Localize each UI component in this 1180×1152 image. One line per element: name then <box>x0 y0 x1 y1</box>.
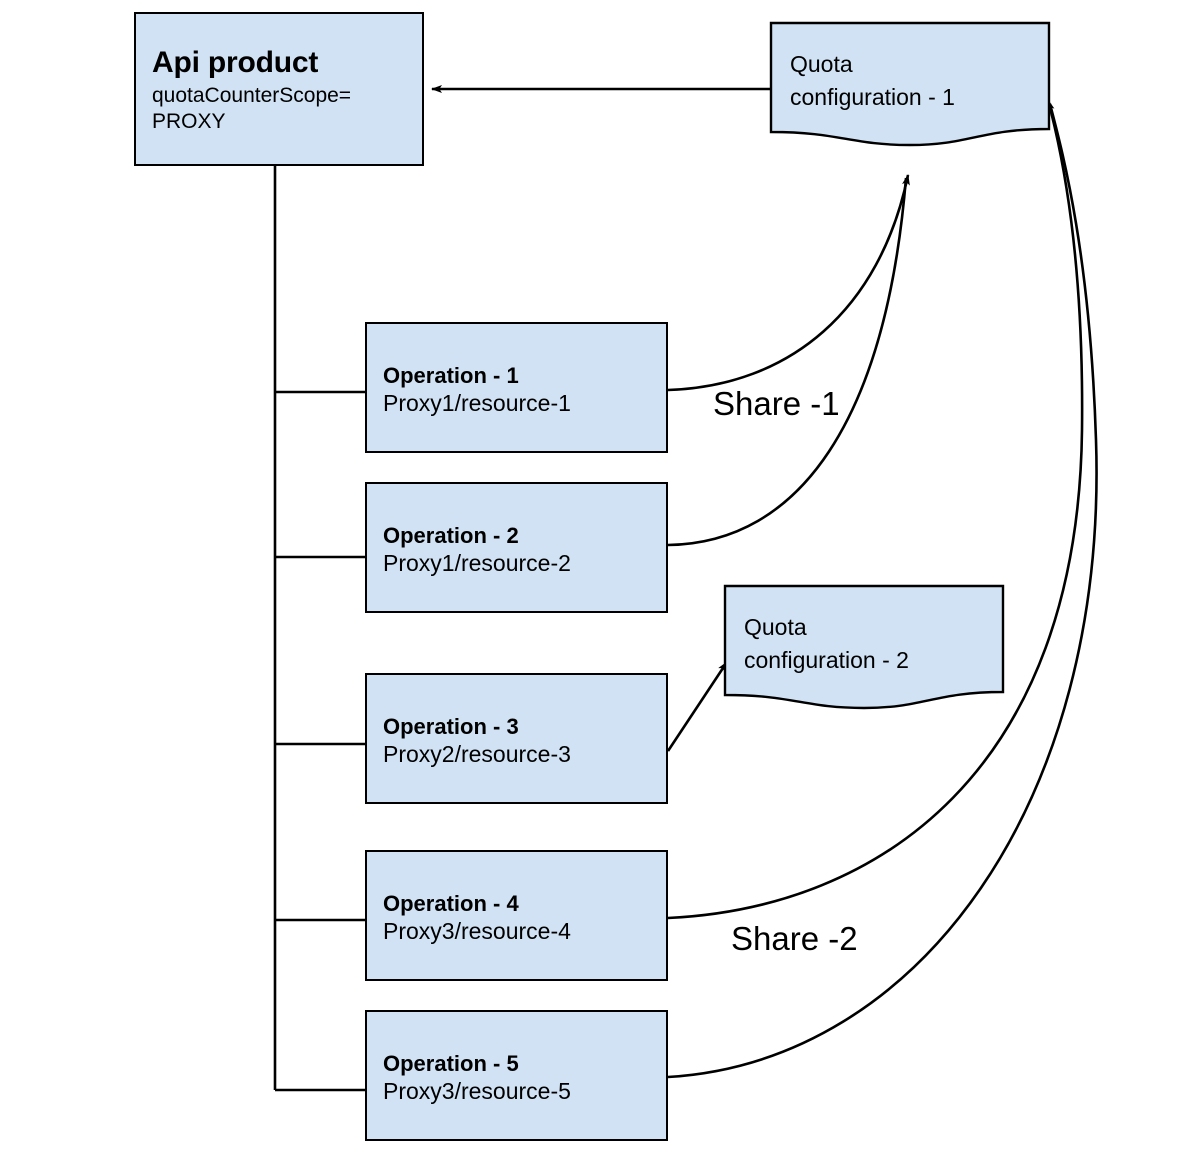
edge-op2-to-quota1 <box>667 177 908 547</box>
edge-op5-to-quota1 <box>667 103 1098 1079</box>
node-operation-3-subtitle: Proxy2/resource-3 <box>383 741 571 767</box>
node-operation-1-text: Operation - 1 Proxy1/resource-1 <box>383 362 656 418</box>
node-operation-3-title: Operation - 3 <box>383 714 519 739</box>
node-api-product-text: Api product quotaCounterScope= PROXY <box>152 46 412 135</box>
node-operation-2[interactable]: Operation - 2 Proxy1/resource-2 <box>365 482 668 613</box>
node-operation-2-title: Operation - 2 <box>383 523 519 548</box>
node-quota-configuration-2[interactable]: Quota configuration - 2 <box>723 584 1005 710</box>
node-operation-2-text: Operation - 2 Proxy1/resource-2 <box>383 522 656 578</box>
node-api-product[interactable]: Api product quotaCounterScope= PROXY <box>134 12 424 166</box>
node-operation-4[interactable]: Operation - 4 Proxy3/resource-4 <box>365 850 668 981</box>
node-operation-1[interactable]: Operation - 1 Proxy1/resource-1 <box>365 322 668 453</box>
node-operation-4-title: Operation - 4 <box>383 891 519 916</box>
node-operation-3[interactable]: Operation - 3 Proxy2/resource-3 <box>365 673 668 804</box>
node-operation-5-title: Operation - 5 <box>383 1051 519 1076</box>
node-operation-4-subtitle: Proxy3/resource-4 <box>383 918 571 944</box>
node-operation-4-text: Operation - 4 Proxy3/resource-4 <box>383 890 656 946</box>
node-operation-5[interactable]: Operation - 5 Proxy3/resource-5 <box>365 1010 668 1141</box>
edge-op4-to-quota1 <box>667 99 1084 920</box>
node-quota-configuration-1[interactable]: Quota configuration - 1 <box>769 21 1051 147</box>
edge-op3-to-quota2 <box>666 661 729 752</box>
node-api-product-subtitle: quotaCounterScope= PROXY <box>152 84 352 133</box>
edge-api-product-tree <box>273 166 365 1092</box>
document-shape-icon <box>769 21 1051 147</box>
node-operation-1-subtitle: Proxy1/resource-1 <box>383 390 571 416</box>
node-quota-configuration-1-label: Quota configuration - 1 <box>790 51 955 110</box>
node-operation-5-subtitle: Proxy3/resource-5 <box>383 1078 571 1104</box>
document-shape-icon <box>723 584 1005 710</box>
node-operation-1-title: Operation - 1 <box>383 363 519 388</box>
node-api-product-title: Api product <box>152 46 319 79</box>
node-operation-2-subtitle: Proxy1/resource-2 <box>383 550 571 576</box>
edge-label-share-2: Share -2 <box>731 920 858 957</box>
node-quota-configuration-2-label: Quota configuration - 2 <box>744 614 909 673</box>
edge-op1-to-quota1 <box>667 174 910 392</box>
node-operation-3-text: Operation - 3 Proxy2/resource-3 <box>383 713 656 769</box>
edge-label-share-1: Share -1 <box>713 385 840 422</box>
node-operation-5-text: Operation - 5 Proxy3/resource-5 <box>383 1050 656 1106</box>
